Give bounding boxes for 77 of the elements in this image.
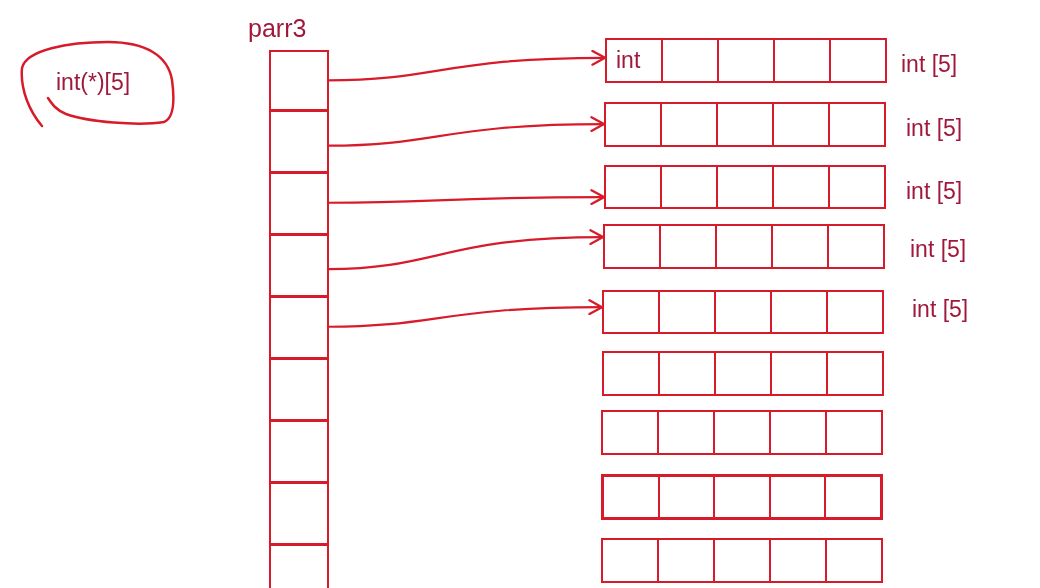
array-cell [605, 166, 661, 208]
pointer-cell [270, 359, 328, 421]
array-cell [772, 225, 828, 268]
array-cell [659, 291, 715, 333]
array-cell [718, 39, 774, 82]
array-cell [829, 103, 885, 146]
array-cell [769, 476, 826, 518]
array-cell [770, 539, 826, 582]
array-cell [829, 166, 885, 208]
array-row [605, 38, 887, 83]
size-label: int [5] [906, 177, 963, 205]
array-cell [825, 476, 881, 518]
pointer-cell [270, 297, 328, 359]
array-cell [603, 476, 659, 518]
array-cell [662, 39, 718, 82]
array-cell [715, 352, 771, 395]
arrow [326, 189, 606, 206]
pointer-cell [270, 483, 328, 545]
pointer-cell [270, 235, 328, 297]
array-cell [830, 39, 886, 82]
array-cell [714, 411, 770, 454]
size-label: int [5] [906, 114, 963, 142]
array-cell [826, 411, 882, 454]
array-row [602, 290, 884, 334]
array-row [604, 165, 886, 209]
array-cell [659, 352, 715, 395]
array-cell [658, 476, 715, 518]
array-row [601, 410, 883, 455]
pointer-cell [270, 111, 328, 173]
array-cell [774, 39, 830, 82]
pointer-cell [270, 421, 328, 483]
array-cell [603, 291, 659, 333]
array-row [601, 538, 883, 583]
array-cell [828, 225, 884, 268]
array-cell [827, 291, 883, 333]
array-cell [715, 291, 771, 333]
array-cell [771, 291, 827, 333]
arrow [326, 229, 605, 271]
array-cell [773, 103, 829, 146]
array-cell [714, 539, 770, 582]
array-cell [773, 166, 829, 208]
pointer-cell [270, 173, 328, 235]
array-cell [716, 225, 772, 268]
array-row [601, 474, 883, 520]
array-cell [826, 539, 882, 582]
array-cell [770, 411, 826, 454]
array-row [602, 351, 884, 396]
array-cell [661, 103, 717, 146]
array-cell [602, 411, 658, 454]
array-cell [605, 103, 661, 146]
array-cell [603, 352, 659, 395]
array-cell [714, 476, 770, 518]
array-cell [661, 166, 717, 208]
pointer-cell [270, 545, 328, 588]
array-row [604, 102, 886, 147]
arrow [326, 49, 607, 82]
array-cell [602, 539, 658, 582]
array-cell [827, 352, 883, 395]
arrow [326, 299, 604, 328]
array-cell [771, 352, 827, 395]
array-cell [660, 225, 716, 268]
column-heading: parr3 [248, 14, 307, 42]
array-cell [658, 539, 714, 582]
loop-outline [18, 40, 176, 128]
array-row [603, 224, 885, 269]
type-label: int(*)[5] [56, 68, 131, 96]
array-cell [658, 411, 714, 454]
size-label: int [5] [912, 295, 969, 323]
size-label: int [5] [910, 235, 967, 263]
arrow [326, 116, 606, 147]
size-label: int [5] [901, 50, 958, 78]
cell-text: int [616, 46, 641, 74]
array-cell [604, 225, 660, 268]
array-cell [606, 39, 662, 82]
pointer-cell [270, 51, 328, 111]
array-cell [717, 103, 773, 146]
array-cell [717, 166, 773, 208]
